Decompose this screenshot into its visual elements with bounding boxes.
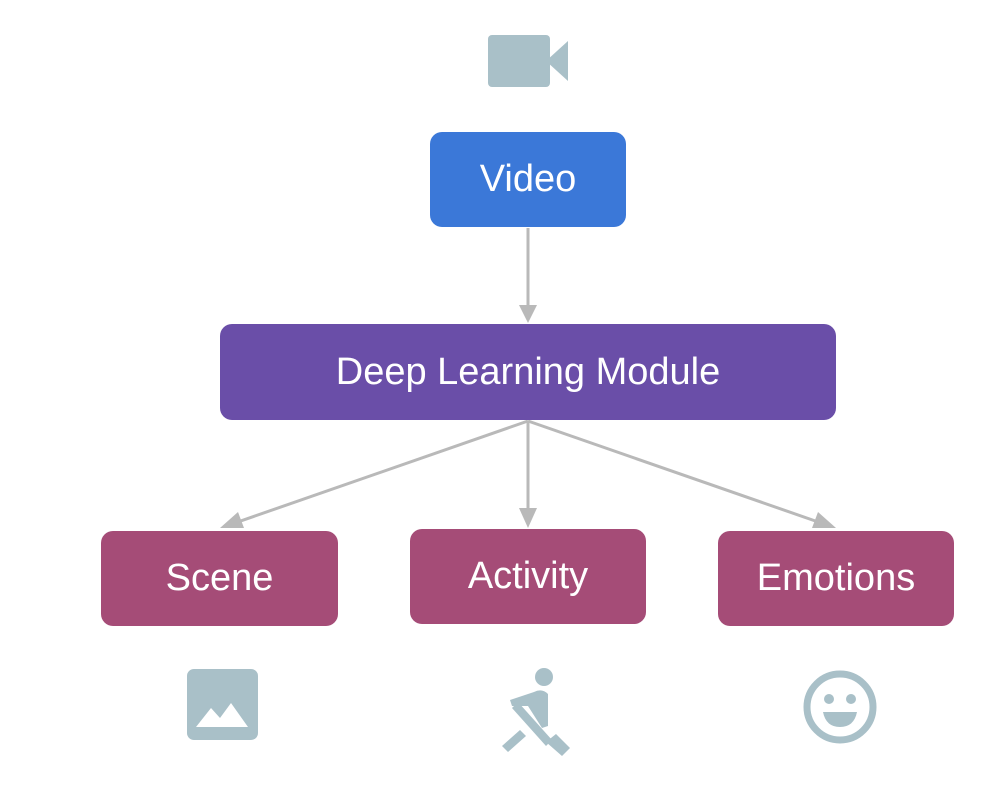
node-scene-label: Scene: [165, 557, 274, 599]
node-deep-learning-module[interactable]: Deep Learning Module: [220, 324, 836, 420]
arrowhead-scene: [220, 512, 244, 528]
videocam-icon: [488, 35, 568, 87]
arrowhead-emotions: [812, 512, 836, 528]
node-activity[interactable]: Activity: [410, 529, 646, 624]
node-video-label: Video: [479, 158, 577, 200]
node-activity-label: Activity: [467, 555, 589, 597]
smiley-face-icon: [803, 670, 877, 744]
arrowhead-activity: [519, 508, 537, 528]
edge-module-to-scene: [231, 419, 529, 526]
node-emotions[interactable]: Emotions: [718, 531, 954, 626]
node-module-label: Deep Learning Module: [335, 350, 721, 393]
node-emotions-label: Emotions: [756, 557, 916, 599]
node-video[interactable]: Video: [430, 132, 626, 227]
edge-module-to-emotions: [527, 419, 825, 526]
rowing-icon: [502, 668, 570, 756]
arrowhead-module: [519, 305, 537, 323]
node-scene[interactable]: Scene: [101, 531, 338, 626]
image-icon: [187, 669, 258, 740]
